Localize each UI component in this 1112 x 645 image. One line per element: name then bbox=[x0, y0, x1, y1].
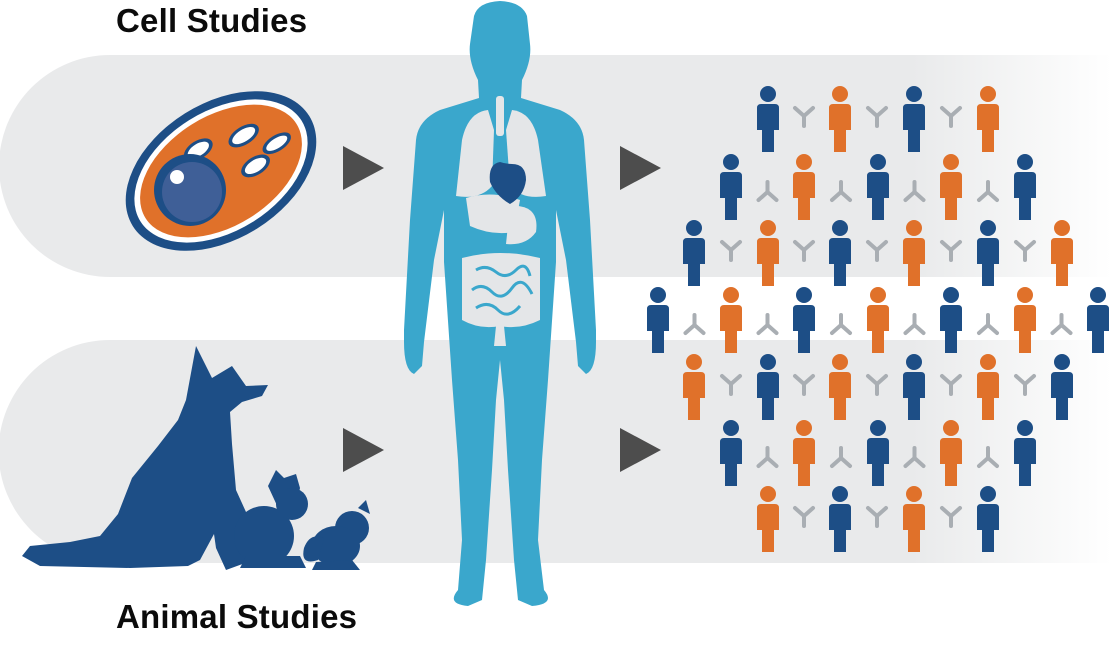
person-icon bbox=[903, 486, 925, 552]
person-icon bbox=[829, 86, 851, 152]
antibody-icon bbox=[756, 313, 779, 335]
person-icon bbox=[940, 154, 962, 220]
trachea bbox=[496, 96, 504, 136]
antibody-icon bbox=[903, 180, 926, 202]
person-icon bbox=[720, 154, 742, 220]
person-icon bbox=[1014, 287, 1036, 353]
antibody-icon bbox=[940, 106, 962, 128]
antibody-icon bbox=[940, 374, 962, 396]
person-icon bbox=[977, 354, 999, 420]
person-icon bbox=[940, 287, 962, 353]
antibody-icon bbox=[866, 374, 888, 396]
person-icon bbox=[720, 420, 742, 486]
squirrel-ear bbox=[358, 500, 370, 514]
person-icon bbox=[683, 220, 705, 286]
person-icon bbox=[1051, 354, 1073, 420]
human-body-organs-icon bbox=[404, 1, 596, 606]
person-icon bbox=[757, 486, 779, 552]
antibody-icon bbox=[866, 106, 888, 128]
person-icon bbox=[757, 86, 779, 152]
dog-rabbit-squirrel-icon bbox=[22, 346, 370, 570]
antibody-icon bbox=[977, 313, 999, 335]
antibody-icon bbox=[756, 180, 779, 202]
person-icon bbox=[867, 287, 889, 353]
antibody-icon bbox=[830, 313, 852, 335]
antibody-icon bbox=[756, 446, 779, 468]
cell-nucleus bbox=[154, 154, 226, 226]
bladder bbox=[494, 326, 506, 346]
antibody-icon bbox=[1014, 374, 1036, 396]
intestine-folds bbox=[471, 264, 534, 316]
antibody-icon bbox=[940, 506, 962, 528]
rabbit-body bbox=[234, 506, 294, 566]
antibody-icon bbox=[866, 240, 888, 262]
rabbit-legs bbox=[240, 556, 306, 568]
person-icon bbox=[867, 154, 889, 220]
squirrel-body bbox=[312, 526, 360, 566]
antibody-icon bbox=[793, 106, 815, 128]
person-icon bbox=[829, 486, 851, 552]
antibody-icon bbox=[830, 180, 852, 202]
person-icon bbox=[1087, 287, 1109, 353]
antibody-icon bbox=[903, 313, 926, 335]
rabbit-head bbox=[276, 488, 308, 520]
antibody-icon bbox=[720, 240, 742, 262]
person-icon bbox=[720, 287, 742, 353]
person-icon bbox=[1014, 154, 1036, 220]
arrow-right-icon bbox=[343, 428, 384, 472]
antibody-icon bbox=[977, 446, 999, 468]
antibody-icon bbox=[720, 374, 742, 396]
dog-silhouette bbox=[22, 346, 268, 570]
heart bbox=[489, 162, 526, 204]
person-icon bbox=[793, 420, 815, 486]
person-icon bbox=[829, 354, 851, 420]
antibody-icon bbox=[940, 240, 962, 262]
person-icon bbox=[977, 86, 999, 152]
cell-studies-label: Cell Studies bbox=[116, 2, 308, 39]
population-grid bbox=[647, 86, 1109, 552]
person-icon bbox=[757, 354, 779, 420]
arrow-right-icon bbox=[343, 146, 384, 190]
left-lung bbox=[456, 110, 494, 197]
person-icon bbox=[757, 220, 779, 286]
antibody-icon bbox=[793, 506, 815, 528]
person-icon bbox=[793, 287, 815, 353]
person-icon bbox=[977, 220, 999, 286]
antibody-icon bbox=[1050, 313, 1073, 335]
antibody-icon bbox=[1014, 240, 1036, 262]
antibody-icon bbox=[903, 446, 926, 468]
person-icon bbox=[977, 486, 999, 552]
person-icon bbox=[683, 354, 705, 420]
antibody-icon bbox=[866, 506, 888, 528]
antibody-icon bbox=[830, 446, 852, 468]
intestines bbox=[462, 253, 540, 328]
person-icon bbox=[940, 420, 962, 486]
squirrel-tail bbox=[303, 536, 324, 562]
person-icon bbox=[1014, 420, 1036, 486]
antibody-icon bbox=[793, 374, 815, 396]
person-icon bbox=[829, 220, 851, 286]
person-icon bbox=[647, 287, 669, 353]
arrow-right-icon bbox=[620, 146, 661, 190]
liver bbox=[466, 194, 520, 234]
stomach bbox=[506, 205, 537, 245]
arrow-right-icon bbox=[620, 428, 661, 472]
animal-studies-label: Animal Studies bbox=[116, 598, 358, 635]
antibody-icon bbox=[683, 313, 706, 335]
person-icon bbox=[1051, 220, 1073, 286]
person-icon bbox=[903, 354, 925, 420]
person-icon bbox=[867, 420, 889, 486]
person-icon bbox=[903, 86, 925, 152]
antibody-icon bbox=[793, 240, 815, 262]
person-icon bbox=[903, 220, 925, 286]
antibody-icon bbox=[977, 180, 999, 202]
person-icon bbox=[793, 154, 815, 220]
squirrel-feet bbox=[312, 560, 360, 570]
